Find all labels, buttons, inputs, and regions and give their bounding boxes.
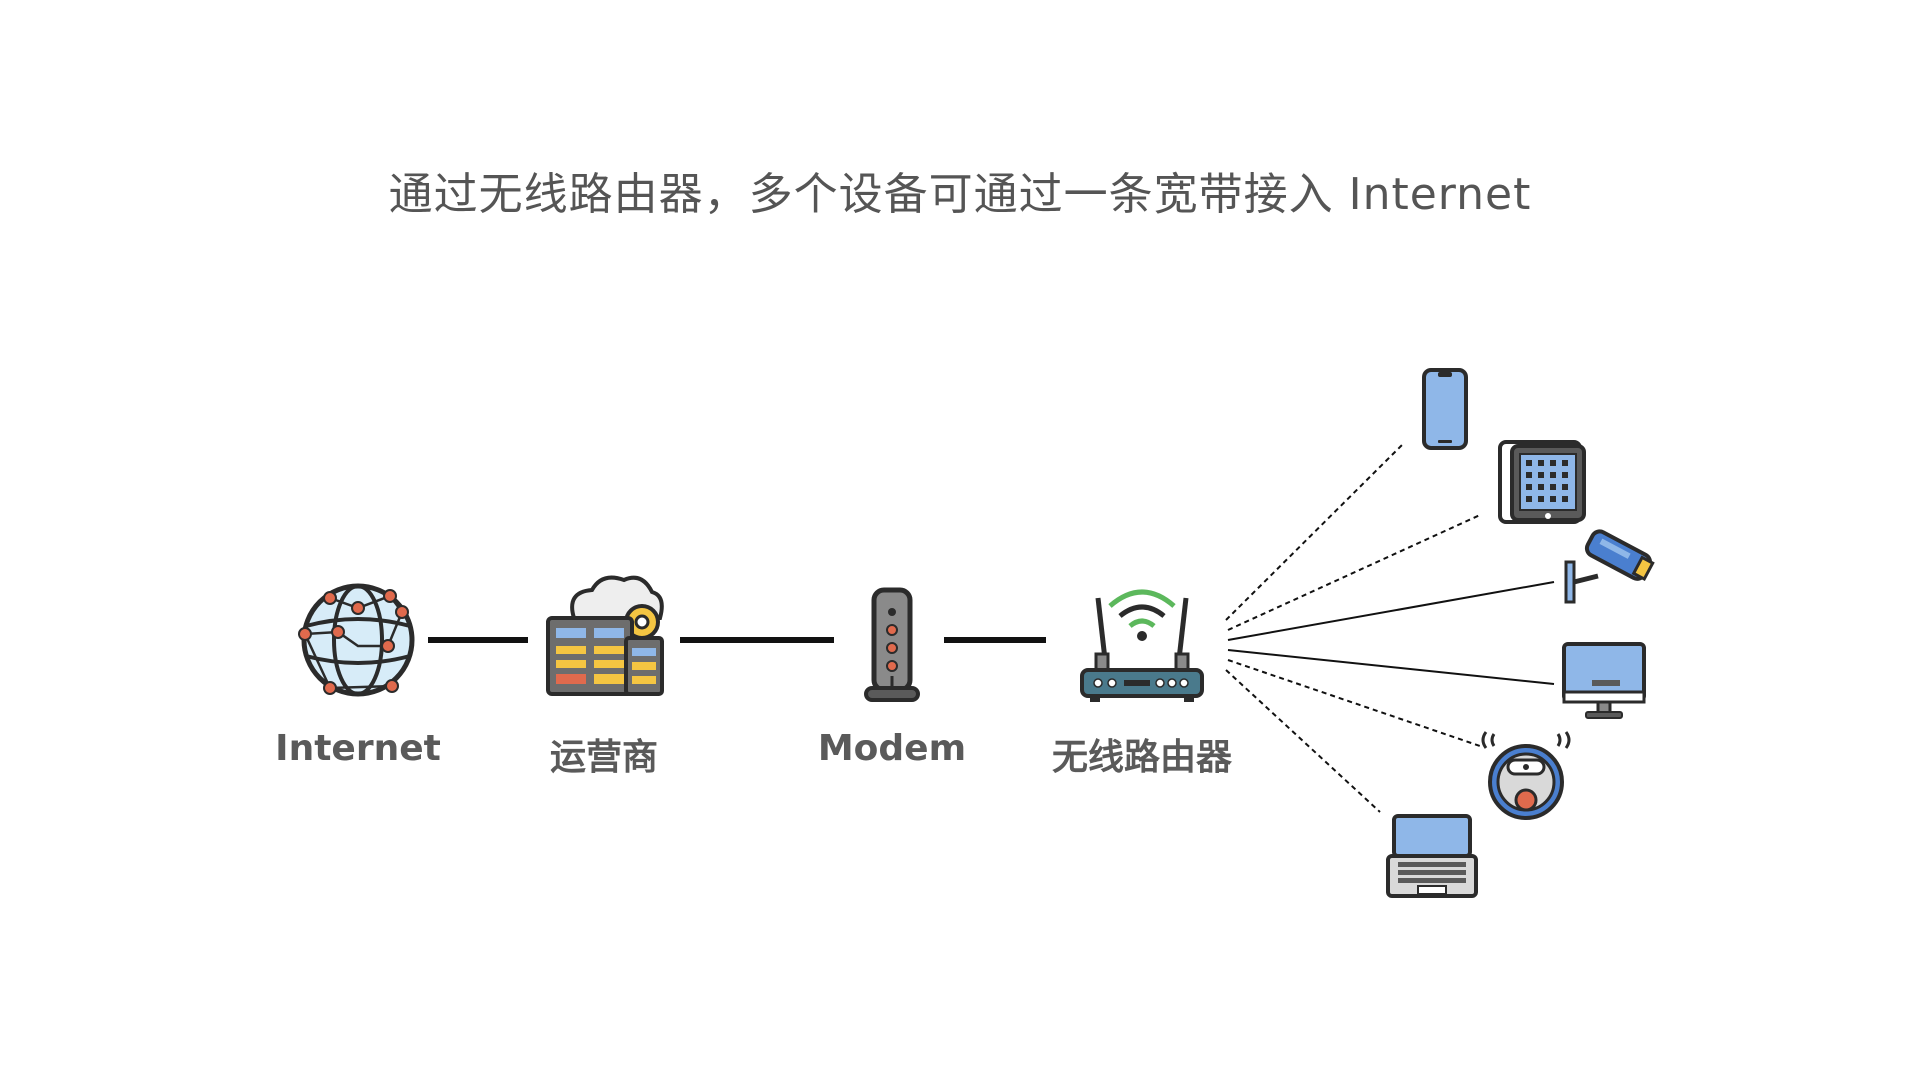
label-isp: 运营商 (549, 737, 658, 778)
security-camera-icon (1564, 529, 1655, 604)
link-tablet (1227, 514, 1481, 631)
desktop-monitor-icon (1562, 642, 1646, 719)
laptop-icon (1386, 814, 1478, 898)
label-modem: Modem (817, 728, 967, 769)
wifi-router-icon (1080, 589, 1204, 702)
tablet-icon (1498, 440, 1586, 524)
globe-network-icon (298, 583, 415, 697)
label-router: 无线路由器 (1051, 737, 1232, 778)
link-phone (1225, 444, 1403, 621)
link-monitor (1227, 649, 1555, 685)
modem-icon (864, 587, 920, 702)
robot-vacuum-icon (1481, 731, 1571, 820)
smartphone-icon (1422, 368, 1468, 450)
device-links (1225, 444, 1555, 813)
server-cloud-icon (546, 575, 664, 696)
link-camera (1227, 581, 1555, 641)
label-internet: Internet (275, 728, 441, 769)
diagram-title: 通过无线路由器，多个设备可通过一条宽带接入 Internet (388, 169, 1532, 220)
link-laptop (1225, 669, 1381, 813)
